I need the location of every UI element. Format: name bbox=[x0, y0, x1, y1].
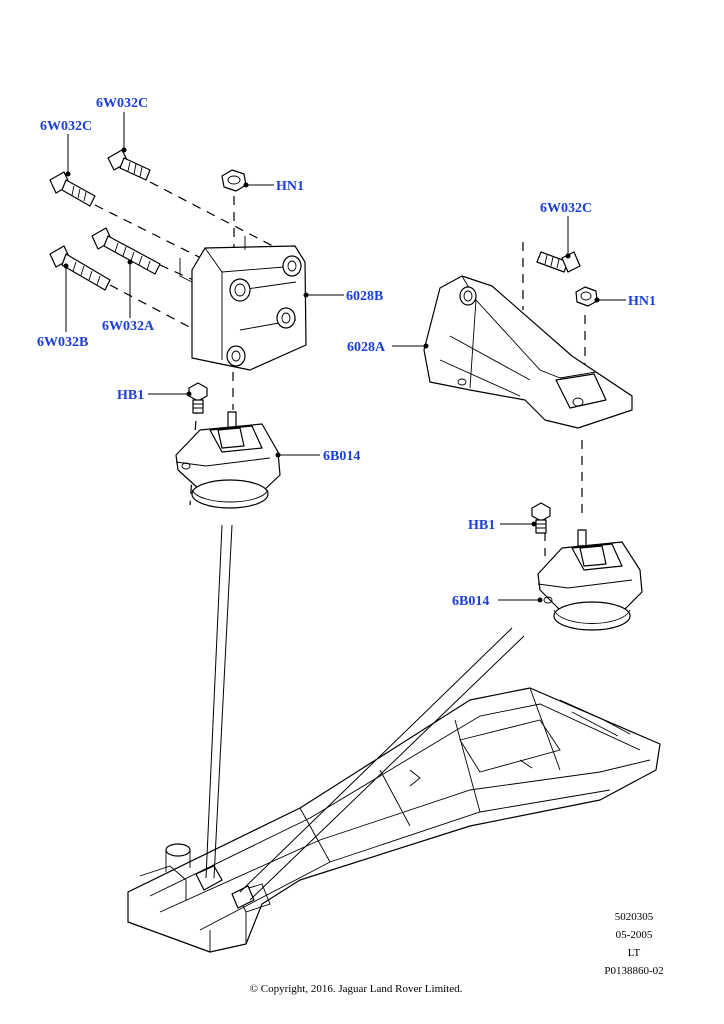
chassis-leaders bbox=[205, 524, 525, 901]
callout-6w032c-upper: 6W032C bbox=[96, 96, 148, 111]
bolt-6w032c-right bbox=[536, 251, 581, 273]
right-assembly-guides bbox=[522, 242, 586, 556]
mount-6b014-right bbox=[537, 529, 643, 631]
callout-hb1-right: HB1 bbox=[468, 518, 495, 533]
nut-hn1-left bbox=[221, 169, 247, 192]
callout-6028b: 6028B bbox=[346, 289, 383, 304]
bolt-6w032c-upper bbox=[107, 149, 151, 181]
ref-line-1: 5020305 bbox=[615, 911, 654, 923]
callout-6w032c-left: 6W032C bbox=[40, 119, 92, 134]
callout-6w032b: 6W032B bbox=[37, 335, 88, 350]
bracket-6028a bbox=[423, 275, 633, 429]
callout-hb1-left: HB1 bbox=[117, 388, 144, 403]
bolt-6w032a bbox=[91, 227, 161, 275]
callout-6b014-left: 6B014 bbox=[323, 449, 360, 464]
callout-6w032c-right: 6W032C bbox=[540, 201, 592, 216]
bolt-hb1-right bbox=[531, 502, 551, 534]
chassis-frame bbox=[127, 687, 661, 953]
callout-6b014-right: 6B014 bbox=[452, 594, 489, 609]
nut-hn1-right bbox=[575, 286, 598, 307]
ref-line-4: P0138860-02 bbox=[604, 965, 663, 977]
callout-6028a: 6028A bbox=[347, 340, 386, 355]
mount-6b014-left bbox=[175, 411, 281, 509]
callout-hn1-left: HN1 bbox=[276, 179, 304, 194]
bolt-hb1-left bbox=[188, 382, 208, 414]
ref-line-3: LT bbox=[628, 947, 641, 959]
drawing-reference-block: 5020305 05-2005 LT P0138860-02 bbox=[604, 911, 663, 977]
callout-6w032a: 6W032A bbox=[102, 319, 155, 334]
copyright-notice: © Copyright, 2016. Jaguar Land Rover Lim… bbox=[250, 983, 463, 995]
bracket-6028b bbox=[179, 236, 307, 371]
bolt-6w032b bbox=[49, 245, 111, 291]
bolt-6w032c-left bbox=[49, 171, 96, 207]
callout-leaders bbox=[63, 112, 626, 603]
callout-hn1-right: HN1 bbox=[628, 294, 656, 309]
ref-line-2: 05-2005 bbox=[616, 929, 653, 941]
